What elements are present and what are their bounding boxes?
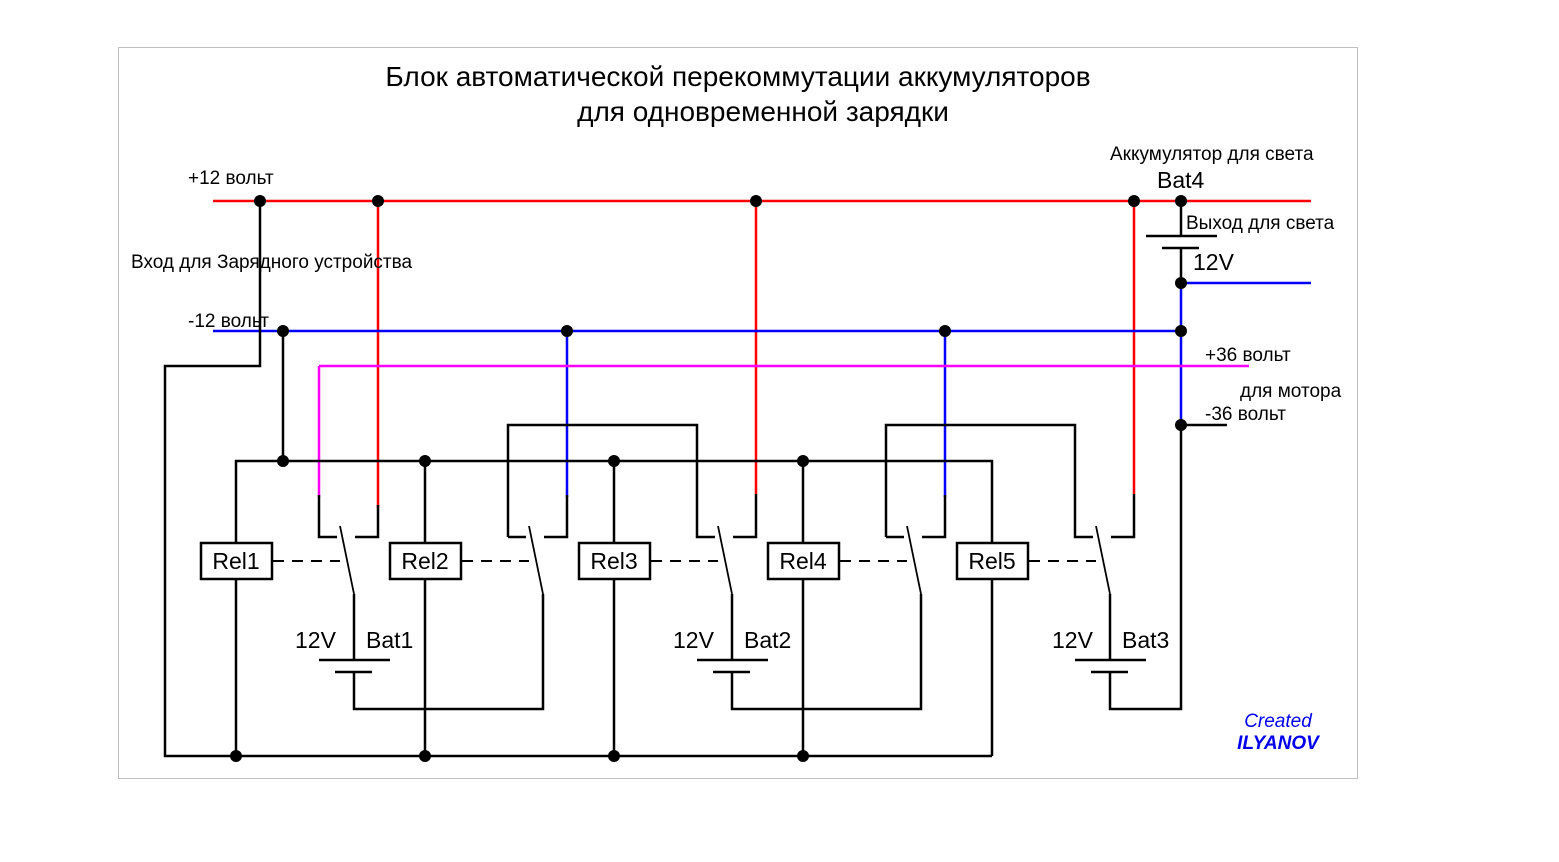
plus36-bus [317, 364, 1249, 497]
credit-created: Created [1244, 711, 1313, 732]
diagram-frame [118, 47, 1358, 779]
relay-rel2: Rel2 [388, 541, 463, 581]
relay-label: Rel5 [968, 548, 1015, 574]
junction-node [939, 325, 951, 337]
junction-node [277, 455, 289, 467]
relay-rel1: Rel1 [199, 541, 274, 581]
label-motor: для мотора [1240, 381, 1342, 402]
junction-node [419, 750, 431, 762]
bat1-name: Bat1 [366, 627, 413, 653]
switch-blades [339, 525, 1111, 595]
bat2-voltage: 12V [673, 627, 715, 653]
label-bat4-voltage: 12V [1193, 249, 1235, 275]
junction-node [230, 750, 242, 762]
title-line-2: для одновременной зарядки [577, 96, 949, 127]
junction-nodes [230, 195, 1187, 762]
relay-rel3: Rel3 [577, 541, 652, 581]
junction-node [608, 750, 620, 762]
junction-node [1175, 277, 1187, 289]
label-plus12: +12 вольт [188, 168, 274, 189]
junction-node [277, 325, 289, 337]
label-minus36: -36 вольт [1205, 404, 1286, 425]
black-wiring [163, 201, 1227, 758]
credit-author: ILYANOV [1237, 733, 1320, 754]
bat1-voltage: 12V [295, 627, 337, 653]
battery-plates [319, 234, 1217, 674]
junction-node [254, 195, 266, 207]
junction-node [1175, 325, 1187, 337]
junction-node [372, 195, 384, 207]
title-line-1: Блок автоматической перекоммутации аккум… [385, 61, 1090, 92]
relay-rel4: Rel4 [766, 541, 841, 581]
junction-node [608, 455, 620, 467]
junction-node [1175, 195, 1187, 207]
relay-label: Rel1 [212, 548, 259, 574]
label-bat4-name: Bat4 [1157, 167, 1205, 193]
label-minus12: -12 вольт [188, 311, 269, 332]
relay-rel5: Rel5 [955, 541, 1030, 581]
relay-label: Rel2 [401, 548, 448, 574]
label-plus36: +36 вольт [1205, 345, 1291, 366]
junction-node [1175, 419, 1187, 431]
relay-label: Rel4 [779, 548, 827, 574]
label-charger-input: Вход для Зарядного устройства [131, 252, 413, 273]
minus12-bus [213, 281, 1311, 497]
bat2-name: Bat2 [744, 627, 791, 653]
junction-node [1128, 195, 1140, 207]
label-light-output: Выход для света [1186, 213, 1335, 234]
junction-node [561, 325, 573, 337]
junction-node [419, 455, 431, 467]
junction-node [797, 455, 809, 467]
label-bat4-caption: Аккумулятор для света [1110, 144, 1314, 165]
junction-node [797, 750, 809, 762]
relay-label: Rel3 [590, 548, 637, 574]
bat3-name: Bat3 [1122, 627, 1169, 653]
junction-node [750, 195, 762, 207]
bat3-voltage: 12V [1052, 627, 1094, 653]
